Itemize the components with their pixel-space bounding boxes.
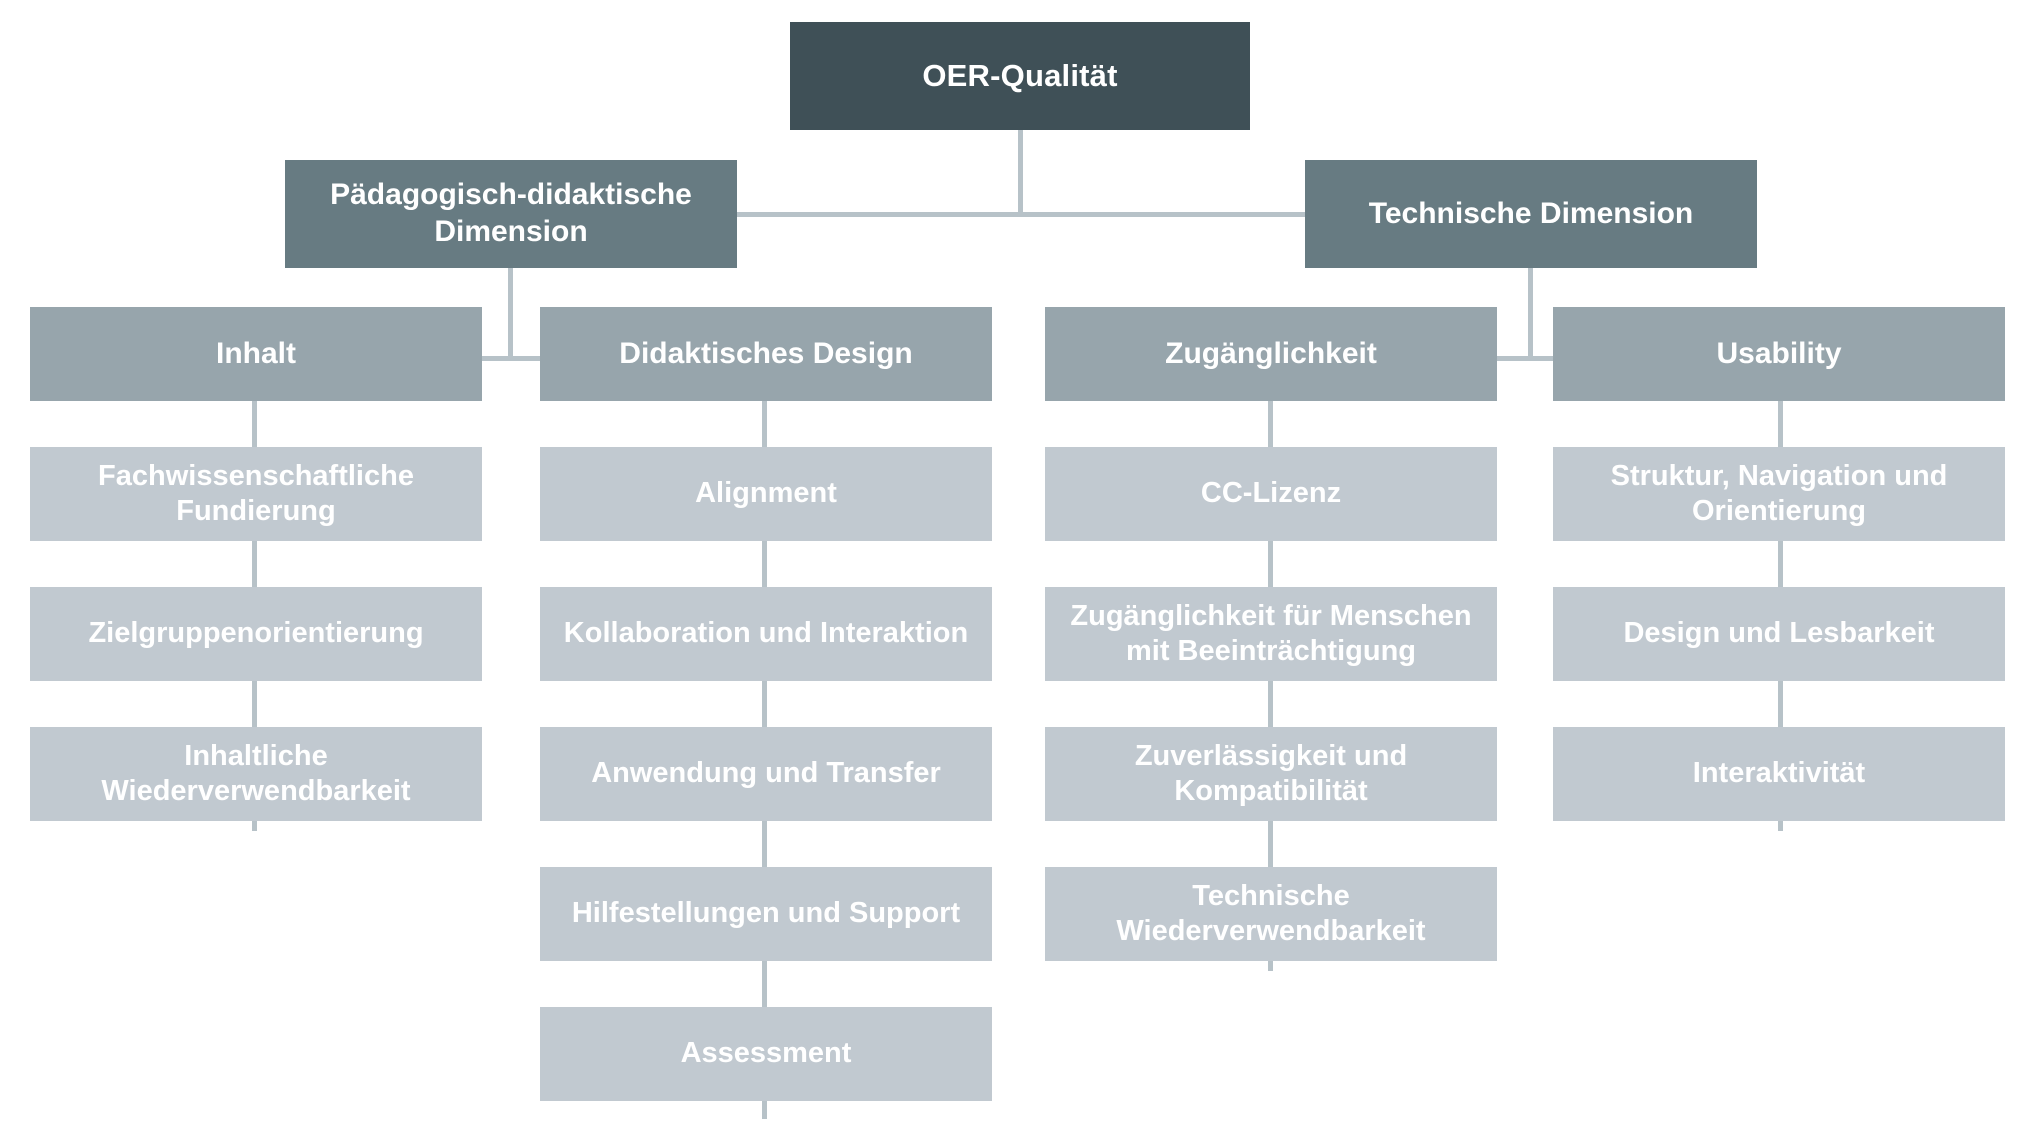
node-oer-qualitaet[interactable]: OER-Qualität — [790, 22, 1250, 130]
node-inhaltliche-wiederverwendbarkeit[interactable]: Inhaltliche Wiederverwendbarkeit — [30, 727, 482, 821]
node-usability[interactable]: Usability — [1553, 307, 2005, 401]
node-zugaenglichkeit-fuer-menschen-mit-beeintraechtigung[interactable]: Zugänglichkeit für Menschen mit Beeinträ… — [1045, 587, 1497, 681]
node-zuverlaessigkeit-und-kompatibilitaet[interactable]: Zuverlässigkeit und Kompatibilität — [1045, 727, 1497, 821]
connector-column-zugaenglichkeit — [1268, 401, 1273, 971]
node-alignment[interactable]: Alignment — [540, 447, 992, 541]
node-inhalt[interactable]: Inhalt — [30, 307, 482, 401]
node-design-und-lesbarkeit[interactable]: Design und Lesbarkeit — [1553, 587, 2005, 681]
connector-root-stem — [1018, 130, 1023, 214]
node-kollaboration-und-interaktion[interactable]: Kollaboration und Interaktion — [540, 587, 992, 681]
connector-pedagogic-stem — [508, 268, 513, 360]
node-technische-wiederverwendbarkeit[interactable]: Technische Wiederverwendbarkeit — [1045, 867, 1497, 961]
connector-technical-children-bar — [1225, 356, 1833, 361]
node-zugaenglichkeit[interactable]: Zugänglichkeit — [1045, 307, 1497, 401]
node-paedagogisch-didaktische-dimension[interactable]: Pädagogisch-didaktische Dimension — [285, 160, 737, 268]
connector-pedagogic-children-bar — [205, 356, 813, 361]
connector-technical-stem — [1528, 268, 1533, 360]
node-assessment[interactable]: Assessment — [540, 1007, 992, 1101]
node-technische-dimension[interactable]: Technische Dimension — [1305, 160, 1757, 268]
node-didaktisches-design[interactable]: Didaktisches Design — [540, 307, 992, 401]
node-struktur-navigation-und-orientierung[interactable]: Struktur, Navigation und Orientierung — [1553, 447, 2005, 541]
node-interaktivitaet[interactable]: Interaktivität — [1553, 727, 2005, 821]
connector-dimension-bar — [735, 212, 1307, 217]
node-cc-lizenz[interactable]: CC-Lizenz — [1045, 447, 1497, 541]
node-zielgruppenorientierung[interactable]: Zielgruppenorientierung — [30, 587, 482, 681]
node-fachwissenschaftliche-fundierung[interactable]: Fachwissenschaftliche Fundierung — [30, 447, 482, 541]
node-anwendung-und-transfer[interactable]: Anwendung und Transfer — [540, 727, 992, 821]
node-hilfestellungen-und-support[interactable]: Hilfestellungen und Support — [540, 867, 992, 961]
